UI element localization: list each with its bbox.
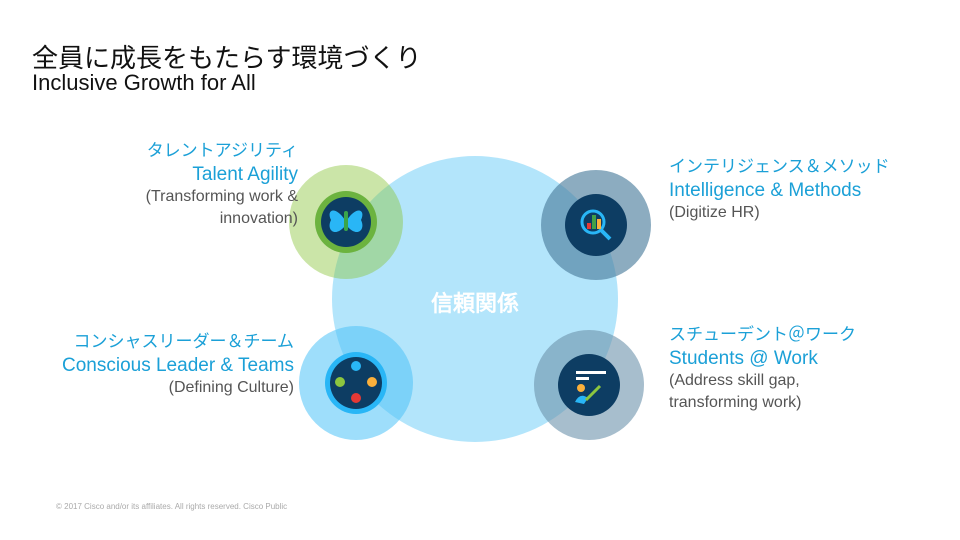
intelligence-block: インテリジェンス＆メソッド Intelligence & Methods (Di…	[669, 156, 890, 224]
item-en: Intelligence & Methods	[669, 180, 862, 201]
item-sub: innovation)	[219, 210, 298, 227]
item-sub: (Digitize HR)	[669, 204, 760, 221]
center-label: 信頼関係	[430, 292, 519, 317]
item-en: Students @ Work	[669, 348, 818, 369]
item-sub: transforming work)	[669, 394, 802, 411]
item-sub: (Defining Culture)	[168, 379, 294, 396]
students-block: スチューデント＠ワーク Students @ Work (Address ski…	[669, 324, 856, 414]
magnifier-chart-icon	[580, 209, 612, 241]
item-ja: タレントアジリティ	[146, 141, 298, 161]
item-en: Talent Agility	[192, 164, 298, 185]
conscious-leader-block: コンシャスリーダー＆チーム Conscious Leader & Teams (…	[62, 331, 294, 399]
students-circle	[534, 330, 644, 440]
item-en: Conscious Leader & Teams	[62, 355, 294, 376]
intelligence-circle	[541, 170, 651, 280]
talent-agility-block: タレントアジリティ Talent Agility (Transforming w…	[146, 140, 298, 230]
title-english: Inclusive Growth for All	[32, 70, 256, 95]
student-icon	[575, 371, 606, 404]
title-japanese: 全員に成長をもたらす環境づくり	[32, 44, 422, 74]
copyright-footer: © 2017 Cisco and/or its affiliates. All …	[56, 502, 288, 511]
item-ja: スチューデント＠ワーク	[669, 325, 856, 345]
item-ja: インテリジェンス＆メソッド	[669, 157, 890, 177]
talent-agility-circle	[289, 165, 403, 279]
team-pins-icon	[335, 361, 377, 403]
item-ja: コンシャスリーダー＆チーム	[73, 332, 295, 352]
item-sub: (Transforming work &	[145, 188, 298, 205]
butterfly-icon	[329, 210, 363, 233]
item-sub: (Address skill gap,	[669, 372, 800, 389]
conscious-leader-circle	[299, 326, 413, 440]
